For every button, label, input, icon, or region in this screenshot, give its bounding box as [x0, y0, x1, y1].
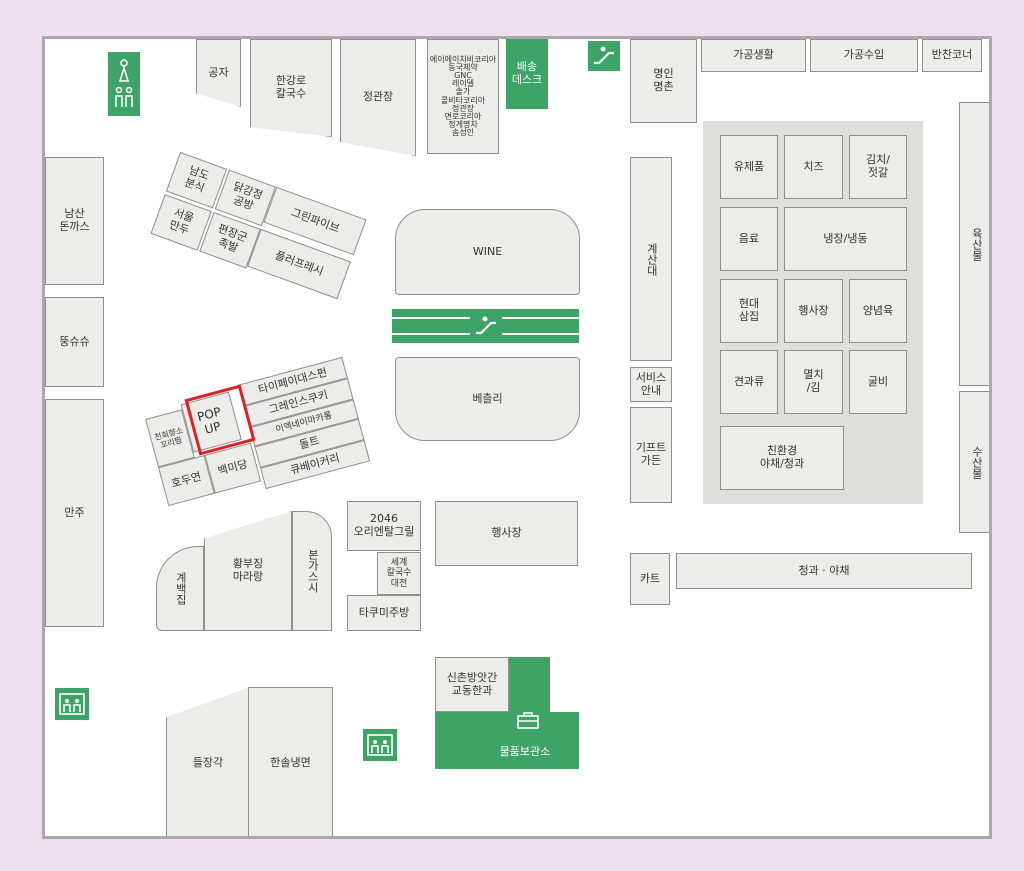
store-hansol[interactable]: 한솔냉면 — [248, 687, 333, 836]
store-meat[interactable]: 육산물 — [959, 102, 989, 386]
store-fruit-veg[interactable]: 청과 · 야채 — [676, 553, 972, 589]
store-hangang[interactable]: 한강로 칼국수 — [250, 39, 332, 137]
store-deuljang[interactable]: 들장각 — [166, 687, 250, 836]
store-hwangmujang[interactable]: 황부징 마라랑 — [204, 511, 292, 631]
store-manju[interactable]: 만주 — [45, 399, 104, 627]
store-takumi[interactable]: 타쿠미주방 — [347, 595, 421, 631]
gyebaek-label: 계백집 — [174, 572, 188, 605]
store-kimchi[interactable]: 김치/ 젓갈 — [849, 135, 907, 199]
store-wine[interactable]: WINE — [395, 209, 580, 295]
store-delivery-desk[interactable]: 배송 데스크 — [506, 39, 548, 109]
store-bakery[interactable]: 베츨리 — [395, 357, 580, 441]
store-gagong-import[interactable]: 가공수입 — [810, 39, 918, 72]
store-bonga[interactable]: 본가스시 — [292, 511, 332, 631]
bonga-label: 본가스시 — [306, 549, 320, 593]
store-event-center[interactable]: 행사장 — [435, 501, 578, 566]
elevator-icon — [363, 729, 397, 761]
store-myeongin[interactable]: 명인 명촌 — [630, 39, 697, 123]
seafood-label: 수산물 — [970, 445, 984, 479]
store-gift[interactable]: 기프트 가든 — [630, 407, 672, 503]
store-anchovy[interactable]: 멸치 /김 — [784, 350, 843, 414]
locker-icon — [513, 707, 543, 733]
store-sinchon[interactable]: 신촌방앗간 교동한과 — [435, 657, 509, 712]
storage-cutout — [509, 657, 550, 712]
meat-label: 육산물 — [970, 227, 984, 261]
storage-label: 물품보관소 — [499, 745, 551, 758]
escalator-center — [392, 309, 579, 343]
storage-cutout-right — [550, 657, 579, 712]
store-jeonggwanjang[interactable]: 정관장 — [340, 39, 416, 156]
store-event-inner[interactable]: 행사장 — [784, 279, 843, 343]
store-dungsushu[interactable]: 뚱슈슈 — [45, 297, 104, 387]
store-eco-veg[interactable]: 친환경 야채/청과 — [720, 426, 844, 490]
store-oriental[interactable]: 2046 오리엔탈그릴 — [347, 501, 421, 551]
floor-map: 공자 한강로 칼국수 정관장 에이에이치비코리아 동국제약 GNC 레이델 솔가… — [42, 36, 992, 839]
store-supplements[interactable]: 에이에이치비코리아 동국제약 GNC 레이델 솔가 콜비타코리아 정관장 면로코… — [427, 39, 499, 154]
store-gyebaek[interactable]: 계백집 — [156, 546, 204, 631]
store-drinks[interactable]: 음료 — [720, 207, 778, 271]
store-gongja[interactable]: 공자 — [196, 39, 241, 107]
store-cheese[interactable]: 치즈 — [784, 135, 843, 199]
checkout[interactable]: 계산대 — [630, 157, 672, 361]
escalator-icon — [588, 41, 620, 71]
store-segye[interactable]: 세계 칼국수 대전 — [377, 552, 421, 595]
store-cart[interactable]: 카트 — [630, 553, 670, 605]
store-seafood[interactable]: 수산물 — [959, 391, 989, 533]
elevator-icon — [55, 688, 89, 720]
store-seasoned-meat[interactable]: 양념육 — [849, 279, 907, 343]
store-dairy[interactable]: 유제품 — [720, 135, 778, 199]
escalator-icon — [470, 310, 502, 342]
service-desk[interactable]: 서비스 안내 — [630, 367, 672, 402]
store-gulbi[interactable]: 굴비 — [849, 350, 907, 414]
checkout-label: 계산대 — [645, 242, 659, 276]
restroom-icon — [108, 52, 140, 116]
store-banchan[interactable]: 반찬코너 — [922, 39, 982, 72]
store-namsan[interactable]: 남산 돈까스 — [45, 157, 104, 285]
store-hyundai[interactable]: 현대 삼집 — [720, 279, 778, 343]
store-dried-fruit[interactable]: 견과류 — [720, 350, 778, 414]
store-gagong-life[interactable]: 가공생활 — [701, 39, 806, 72]
store-frozen[interactable]: 냉장/냉동 — [784, 207, 907, 271]
